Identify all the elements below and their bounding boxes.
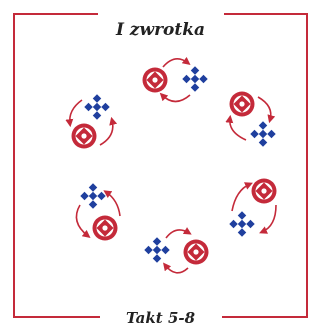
arrow-icon [75, 204, 91, 238]
man-icon [144, 237, 170, 263]
woman-icon [251, 178, 277, 204]
arrow-icon [103, 190, 121, 217]
arrow-icon [99, 116, 118, 146]
woman-icon [229, 91, 255, 117]
man-icon [182, 66, 208, 92]
pair-6 [65, 94, 118, 149]
woman-icon [183, 239, 209, 265]
woman-icon [71, 123, 97, 149]
frame-top-right [224, 13, 308, 32]
arrow-icon [225, 114, 247, 141]
pair-1 [142, 56, 208, 103]
arrow-icon [159, 92, 191, 103]
page-title: I zwrotka [115, 20, 206, 40]
arrow-icon [65, 99, 83, 128]
woman-icon [142, 67, 168, 93]
frame-right [222, 32, 308, 318]
arrow-icon [165, 227, 192, 239]
man-icon [84, 94, 110, 120]
arrow-icon [163, 262, 189, 274]
pair-4 [144, 227, 209, 274]
man-icon [250, 121, 276, 147]
arrow-icon [259, 204, 277, 234]
frame [13, 13, 308, 318]
pair-3 [229, 178, 277, 237]
man-icon [229, 211, 255, 237]
frame-left [13, 24, 100, 318]
arrow-icon [257, 96, 276, 124]
pair-2 [225, 91, 276, 147]
arrow-icon [162, 56, 191, 68]
woman-icon [92, 215, 118, 241]
frame-top-left [13, 13, 98, 24]
pair-5 [75, 183, 121, 241]
man-icon [80, 183, 106, 209]
measure-caption: Takt 5-8 [125, 309, 196, 327]
arrow-icon [231, 182, 253, 212]
